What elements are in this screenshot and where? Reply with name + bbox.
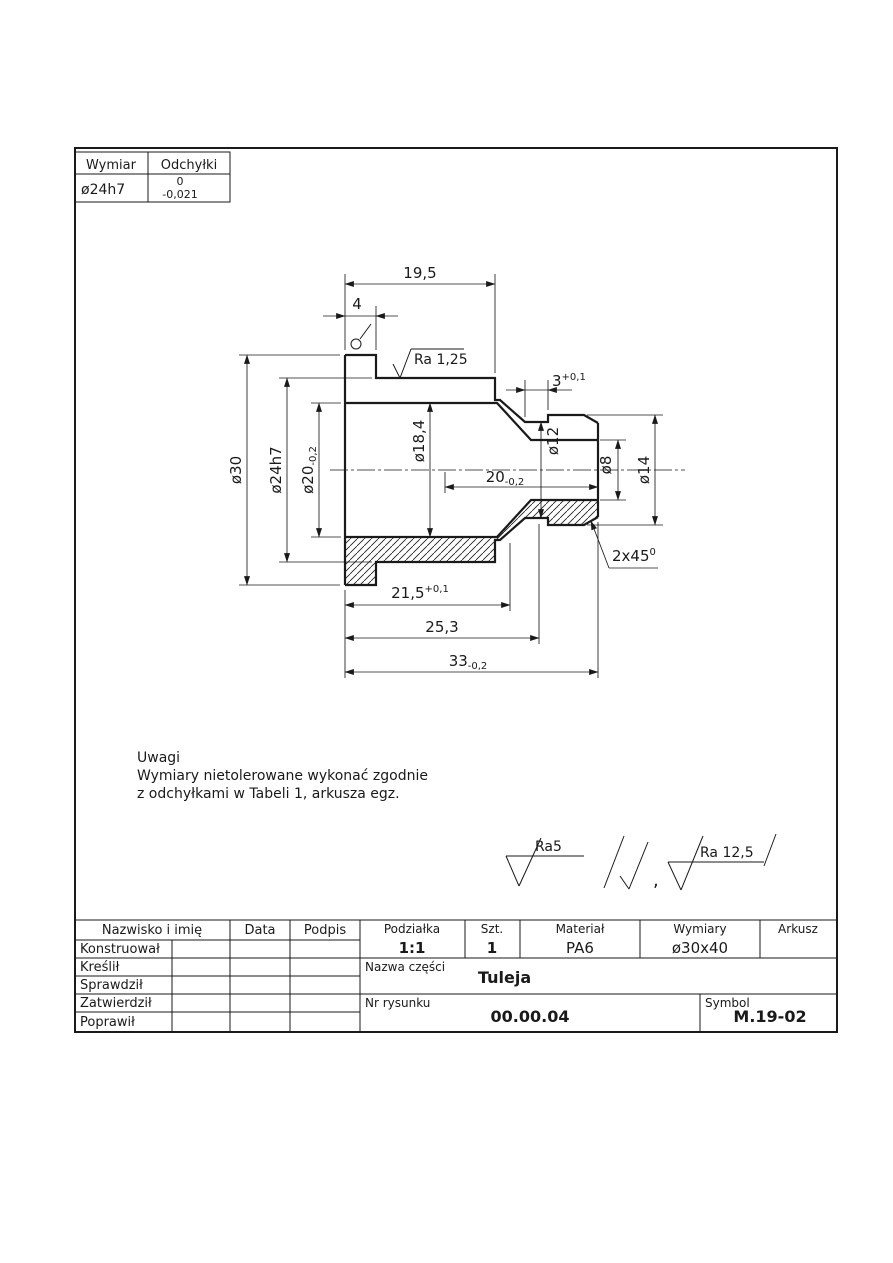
label-ra12-5: Ra 12,5 [700,845,754,861]
tolerance-table: Wymiar Odchyłki ø24h7 0 -0,021 [74,151,231,203]
dim-33: 33-0,2 [449,652,488,672]
label-ra-1-25: Ra 1,25 [414,352,468,368]
dim-19-5: 19,5 [403,264,436,282]
notes-line2: Wymiary nietolerowane wykonać zgodnie [137,768,428,784]
tb-value-drawing-number: 00.00.04 [491,1007,570,1026]
roughness-summary: Ra5 , Ra 12,5 [505,833,777,891]
tb-value-symbol: M.19-02 [733,1007,806,1026]
tol-dev-top: 0 [177,175,184,188]
notes-line3: z odchyłkami w Tabeli 1, arkusza egz. [137,786,400,802]
section-hatch [345,500,598,585]
bore-upper [345,401,598,442]
tb-label-nazwa-czesci: Nazwa części [365,960,445,974]
title-block-grid [75,919,837,1032]
tb-label-symbol: Symbol [705,996,750,1010]
label-ra5: Ra5 [535,839,562,855]
dim-dia8: ø8 [597,456,615,475]
tb-row-zatwierdzil: Zatwierdził [80,996,152,1011]
part-view [330,353,685,587]
tb-value-szt: 1 [487,939,497,957]
roughness-circle-icon [350,323,372,350]
roughness-basic-icon [603,835,649,890]
dim-dia24h7: ø24h7 [267,446,285,493]
dim-3-plus01: 3+0,1 [552,372,586,390]
tb-value-podzialka: 1:1 [399,939,426,957]
surface-finish-marks: Ra 1,25 [350,323,468,379]
outline-lower [345,516,599,587]
tb-value-part-name: Tuleja [478,968,531,987]
tb-header-data: Data [244,923,275,938]
tb-header-podpis: Podpis [304,923,346,938]
tb-row-poprawil: Poprawił [80,1015,135,1030]
dim-dia14: ø14 [635,456,653,484]
dim-dia12: ø12 [544,427,562,455]
tb-value-wymiary: ø30x40 [672,939,728,957]
dim-25-3: 25,3 [425,618,458,636]
roughness-ra12-5-icon: Ra 12,5 [667,833,777,891]
tb-row-kreslil: Kreślił [80,960,120,975]
dim-dia20: ø20-0,2 [299,446,319,494]
tb-label-nr-rysunku: Nr rysunku [365,996,430,1010]
dim-21-5: 21,5+0,1 [391,584,449,602]
tb-label-arkusz: Arkusz [778,922,818,936]
tol-value-dim: ø24h7 [81,182,125,198]
tb-header-nazwisko: Nazwisko i imię [102,923,202,938]
tb-label-material: Materiał [556,922,605,936]
dim-dia18-4: ø18,4 [410,420,428,463]
roughness-ra125-top-icon: Ra 1,25 [392,348,468,379]
tol-dev-bottom: -0,021 [162,188,197,201]
tb-row-sprawdzil: Sprawdził [80,978,143,993]
bore-lower [345,498,598,539]
tb-label-wymiary: Wymiary [673,922,726,936]
tb-label-podzialka: Podziałka [384,922,440,936]
notes-block: Uwagi Wymiary nietolerowane wykonać zgod… [137,750,428,802]
outline-upper [345,353,599,424]
dim-20-minus02: 20-0,2 [486,468,525,488]
dim-chamfer-2x45: 2x450 [612,547,656,565]
tb-label-szt: Szt. [481,922,503,936]
tol-header-odchylki: Odchyłki [161,158,217,173]
dim-4: 4 [352,295,362,313]
dimension-lines [244,281,658,675]
tol-header-wymiar: Wymiar [86,158,137,173]
comma-separator: , [653,870,659,891]
tb-row-konstruowal: Konstruował [80,942,160,957]
dimension-texts: 19,5 4 3+0,1 ø30 ø24h7 ø20-0,2 ø18,4 ø12… [227,264,656,672]
notes-line1: Uwagi [137,750,180,766]
dim-dia30: ø30 [227,456,245,484]
sheet-border [74,147,838,1033]
title-block: Nazwisko i imię Data Podpis Konstruował … [75,919,837,1032]
tb-value-material: PA6 [566,939,594,957]
roughness-ra5-icon: Ra5 [505,837,584,887]
